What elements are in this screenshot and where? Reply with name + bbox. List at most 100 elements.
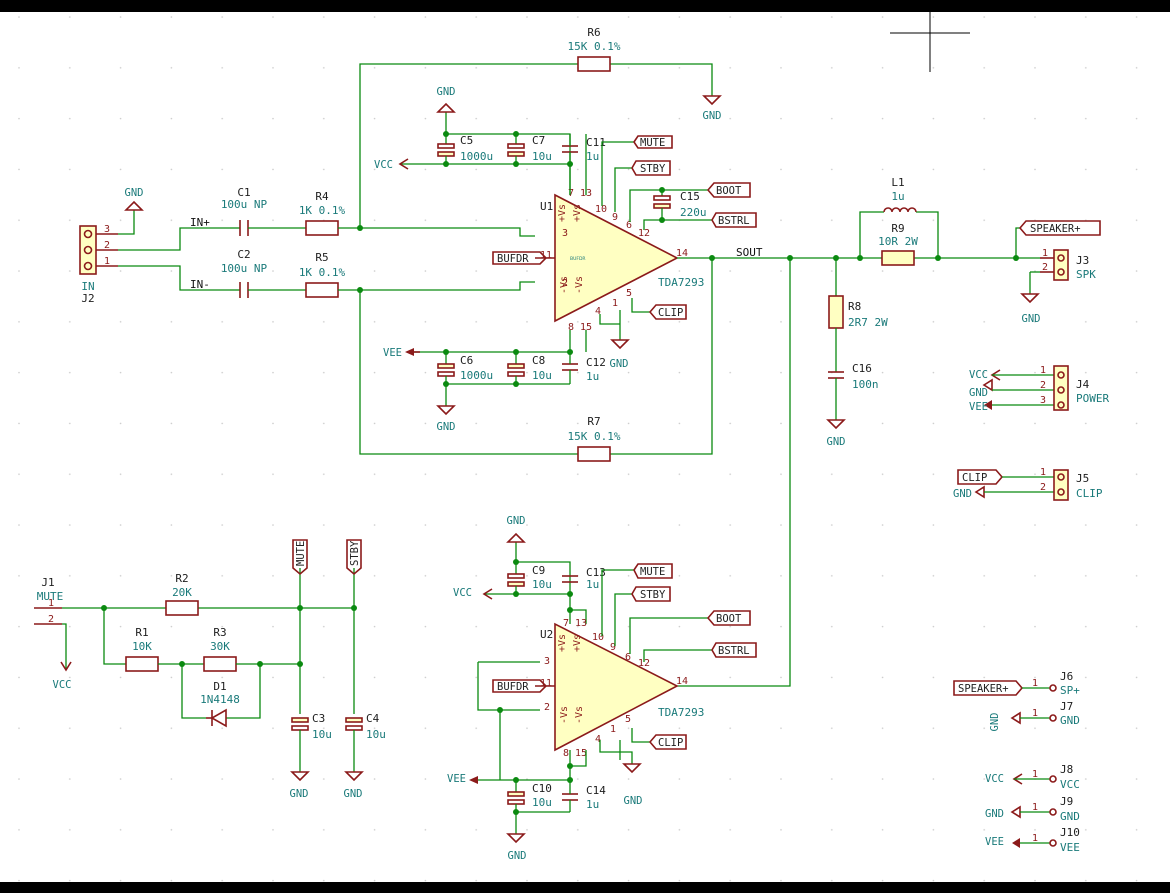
svg-text:GND: GND [624,795,643,807]
capacitor-c5[interactable]: C5 1000u [437,134,493,164]
svg-text:9: 9 [612,212,618,223]
capacitor-c4[interactable]: C4 10u [345,712,386,741]
svg-text:1u: 1u [586,798,599,811]
svg-text:GND: GND [827,436,846,448]
svg-text:R9: R9 [891,222,904,235]
svg-text:GND: GND [1022,313,1041,325]
svg-text:IN: IN [81,280,94,293]
svg-text:VCC: VCC [453,587,472,599]
svg-text:GND: GND [508,850,527,862]
svg-text:1K 0.1%: 1K 0.1% [299,204,346,217]
resistor-r7[interactable]: R7 15K 0.1% [568,415,621,462]
global-label-bstrl-u2[interactable]: BSTRL [711,642,757,658]
global-label-mute-u2[interactable]: MUTE [633,563,673,579]
resistor-r4[interactable]: R4 1K 0.1% [299,190,346,236]
resistor-r2[interactable]: R2 20K [165,572,199,616]
svg-text:C5: C5 [460,134,473,147]
resistor-r1[interactable]: R1 10K [125,626,159,672]
global-label-boot-u2[interactable]: BOOT [706,610,751,626]
svg-text:CLIP: CLIP [1076,487,1103,500]
svg-text:15: 15 [580,322,592,333]
connector-j3[interactable]: 1 2 J3 SPK [1040,248,1096,281]
svg-text:3: 3 [104,224,110,235]
connector-j4[interactable]: 1 2 3 VCC GND VEE J4 POWER [969,365,1109,413]
svg-text:10u: 10u [532,369,552,382]
svg-text:J8: J8 [1060,763,1073,776]
global-label-stby[interactable]: STBY [631,160,671,176]
capacitor-c13[interactable]: C13 1u [562,566,606,591]
gnd-symbol: GND [436,86,456,113]
svg-text:-Vs: -Vs [574,706,585,724]
capacitor-c11[interactable]: C11 1u [562,134,606,164]
global-label-stby-vertical[interactable]: STBY [346,539,362,576]
connector-j9[interactable]: 1 GND J9 GND [985,795,1080,823]
amplifier-u2[interactable]: U2 TDA7293 3 2 11 14 +Vs +Vs -Vs -Vs 7 1… [540,618,704,759]
connector-j7[interactable]: 1 GND J7 GND [989,700,1080,731]
connector-j10[interactable]: 1 VEE J10 VEE [985,826,1080,854]
resistor-r3[interactable]: R3 30K [203,626,237,672]
svg-text:220u: 220u [680,206,707,219]
capacitor-c15[interactable]: C15 220u [653,190,707,219]
capacitor-c6[interactable]: C6 1000u [437,352,493,384]
global-label-clip-u2[interactable]: CLIP [648,734,687,750]
svg-text:R1: R1 [135,626,148,639]
resistor-r8[interactable]: R8 2R7 2W [828,295,888,329]
svg-text:5: 5 [626,288,632,299]
svg-text:C16: C16 [852,362,872,375]
capacitor-c10[interactable]: C10 10u [507,780,552,812]
capacitor-c12[interactable]: C12 1u [562,352,606,384]
global-label-stby-u2[interactable]: STBY [631,586,671,602]
connector-j8[interactable]: 1 VCC J8 VCC [985,763,1080,791]
capacitor-c2[interactable]: C2 100u NP [221,248,306,298]
svg-text:7: 7 [568,188,574,199]
global-label-speaker-plus[interactable]: SPEAKER+ [1018,220,1101,236]
diode-d1[interactable]: D1 1N4148 [200,680,240,728]
svg-text:-Vs: -Vs [574,276,585,294]
svg-text:1000u: 1000u [460,150,493,163]
svg-text:D1: D1 [213,680,226,693]
svg-text:C14: C14 [586,784,606,797]
connector-j6[interactable]: SPEAKER+ 1 J6 SP+ [953,670,1080,697]
svg-text:14: 14 [676,248,688,259]
global-label-boot[interactable]: BOOT [706,182,751,198]
resistor-r6[interactable]: R6 15K 0.1% [568,26,621,72]
capacitor-c14[interactable]: C14 1u [562,780,606,812]
connector-j1[interactable]: J1 MUTE 1 2 [34,576,63,625]
connector-j2[interactable]: 3 2 1 IN J2 [79,224,118,305]
resistor-r5[interactable]: R5 1K 0.1% [299,251,346,298]
inductor-l1[interactable]: L1 1u [883,176,917,213]
global-label-clip[interactable]: CLIP [648,304,687,320]
svg-text:GND: GND [437,421,456,433]
svg-text:+Vs: +Vs [572,634,583,652]
svg-text:BUFDR: BUFDR [497,253,529,265]
capacitor-c1[interactable]: C1 100u NP [221,186,306,236]
svg-text:+Vs: +Vs [557,634,568,652]
global-label-bufdr-u2[interactable]: BUFDR [492,679,548,693]
svg-text:GND: GND [1060,810,1080,823]
svg-text:3: 3 [544,656,550,667]
svg-text:12: 12 [638,658,650,669]
svg-text:10u: 10u [312,728,332,741]
svg-text:GND: GND [703,110,722,122]
connector-j5[interactable]: CLIP 1 2 GND J5 CLIP [953,467,1103,501]
svg-text:VCC: VCC [1060,778,1080,791]
global-label-bufdr[interactable]: BUFDR [492,251,548,265]
capacitor-c9[interactable]: C9 10u [507,562,552,594]
svg-text:GND: GND [344,788,363,800]
svg-text:C7: C7 [532,134,545,147]
global-label-bstrl[interactable]: BSTRL [711,212,757,228]
svg-text:1: 1 [104,256,110,267]
capacitor-c16[interactable]: C16 100n [828,362,879,391]
svg-text:J2: J2 [81,292,94,305]
svg-text:GND: GND [989,713,1001,732]
svg-text:BUFDR: BUFDR [497,681,529,693]
resistor-r9[interactable]: R9 10R 2W [878,222,918,266]
capacitor-c8[interactable]: C8 10u [507,352,552,384]
global-label-mute[interactable]: MUTE [633,135,673,149]
svg-text:GND: GND [507,515,526,527]
svg-text:POWER: POWER [1076,392,1109,405]
global-label-mute-vertical[interactable]: MUTE [292,539,308,576]
capacitor-c7[interactable]: C7 10u [507,134,552,164]
amplifier-u1[interactable]: U1 TDA7293 3 2 11 14 +Vs +Vs -Vs -Vs 7 1… [540,188,704,333]
svg-text:10: 10 [595,204,607,215]
